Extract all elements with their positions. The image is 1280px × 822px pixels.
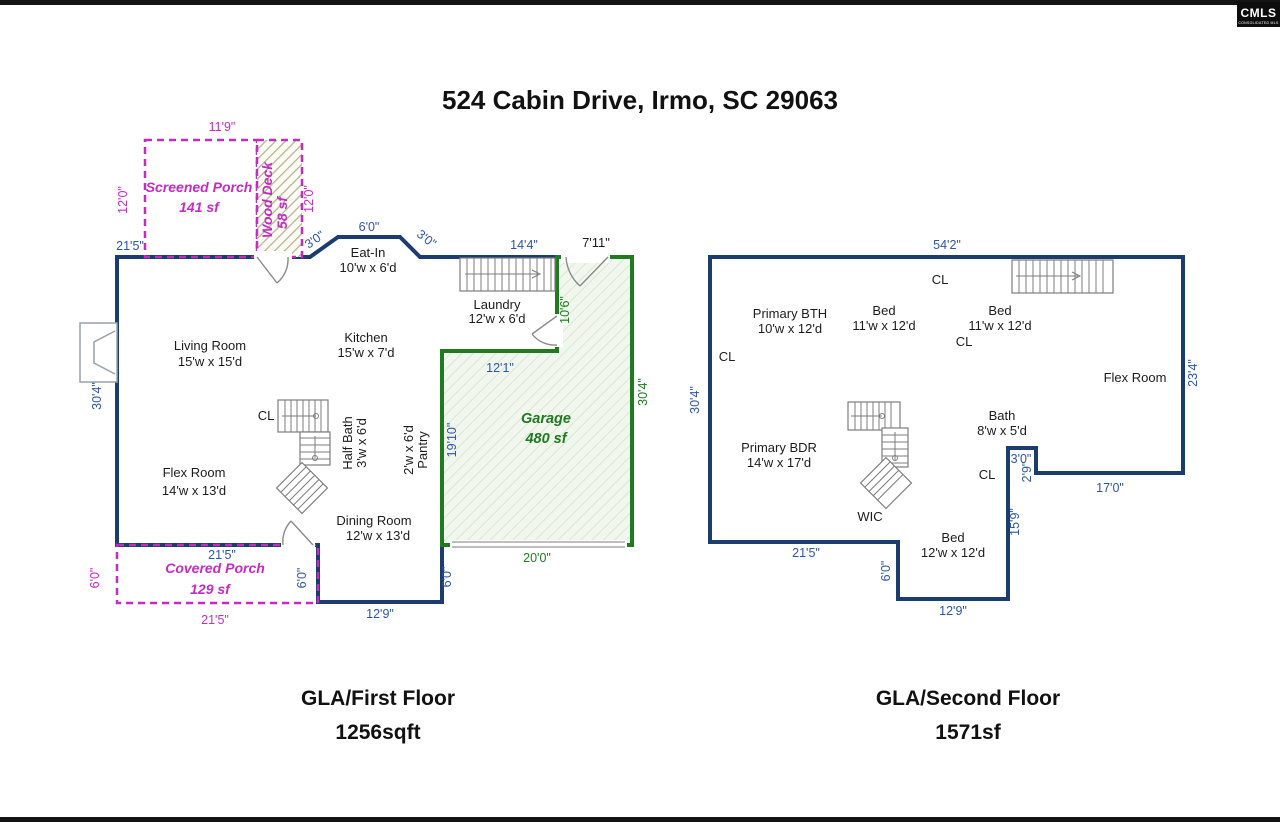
cmls-logo-background [1237,2,1280,27]
page-title: 524 Cabin Drive, Irmo, SC 29063 [442,85,838,115]
closet-label: CL [719,349,736,364]
dim-label: 21'5" [201,613,229,627]
room-label-screened-porch: Screened Porch [146,179,253,195]
dim-label: 17'0" [1096,481,1124,495]
dim-label: 6'0" [440,567,454,588]
room-size-dining: 12'w x 13'd [346,528,410,543]
bottom-border-bar [0,817,1280,822]
dim-label: 10'6" [558,296,572,324]
room-size-primary-bth: 10'w x 12'd [758,321,822,336]
cmls-logo-text: CMLS [1241,6,1277,20]
dim-label: 3'0" [1011,452,1032,466]
room-label-primary-bth: Primary BTH [753,306,827,321]
dim-label: 12'9" [939,604,967,618]
room-size-flex: 14'w x 13'd [162,483,226,498]
room-area-screened-porch: 141 sf [179,199,220,215]
covered-porch-outline [115,543,320,605]
room-size-eat-in: 10'w x 6'd [340,260,397,275]
dim-label: 6'0" [88,568,102,589]
first-floor-area: 1256sqft [335,721,420,744]
garage-door [452,541,625,548]
dim-label: 12'0" [302,185,316,213]
staircase-winder [275,399,331,515]
room-label-flex: Flex Room [1104,370,1167,385]
dim-label: 12'1" [486,361,514,375]
second-floor-outline [708,255,1185,601]
room-label-laundry: Laundry [474,297,521,312]
room-size-bed2: 11'w x 12'd [968,318,1031,333]
dim-label: 21'5" [208,548,236,562]
dim-label: 6'0" [295,568,309,589]
dim-label: 21'5" [792,546,820,560]
room-label-living: Living Room [174,338,246,353]
room-label-half-bath: Half Bath [340,416,355,469]
room-label-primary-bdr: Primary BDR [741,440,817,455]
second-floor-caption: GLA/Second Floor [876,687,1060,710]
room-label-wood-deck: Wood Deck [259,161,275,238]
room-area-wood-deck: 58 sf [274,196,290,229]
room-area-garage: 480 sf [524,431,568,447]
room-size-half-bath: 3'w x 6'd [354,418,369,468]
room-size-primary-bdr: 14'w x 17'd [747,455,811,470]
door-arcs [256,256,609,546]
room-label-bath: Bath [989,408,1016,423]
top-border-bar [0,0,1280,5]
door-openings [254,251,627,551]
dim-label: 3'0" [414,227,439,251]
dim-label: 15'9" [1008,508,1022,536]
first-floor-plan: 21'5" 6'0" 3'0" 3'0" 14'4" 12'1" 19'10" … [79,120,650,627]
dim-label: 30'4" [688,386,702,414]
bay-window [79,322,118,383]
dim-label: 2'9" [1020,462,1034,483]
closet-label: CL [258,408,275,423]
dim-label: 20'0" [523,551,551,565]
room-label-flex: Flex Room [163,465,226,480]
room-size-laundry: 12'w x 6'd [469,311,526,326]
staircase-winder [847,401,913,510]
room-label-bed2: Bed [988,303,1011,318]
cmls-logo-subtext: CONSOLIDATED MLS [1238,21,1279,25]
dim-label: 14'4" [510,238,538,252]
staircase-straight [459,257,556,292]
room-label-pantry: Pantry [415,431,430,469]
second-floor-plan: 54'2" 23'4" 30'4" 3'0" 2'9" 17'0" 15'9" … [688,238,1200,618]
room-label-garage: Garage [521,411,571,427]
dim-label: 6'0" [879,561,893,582]
room-label-dining: Dining Room [336,513,411,528]
room-size-kitchen: 15'w x 7'd [338,345,395,360]
room-label-covered-porch: Covered Porch [165,560,265,576]
second-floor-area: 1571sf [935,721,1001,744]
dim-label: 30'4" [636,378,650,406]
cmls-logo: CMLS CONSOLIDATED MLS [1237,2,1280,27]
dim-label: 12'0" [116,186,130,214]
room-label-wic: WIC [857,509,882,524]
room-area-covered-porch: 129 sf [190,581,231,597]
closet-label: CL [979,467,996,482]
dim-label: 19'10" [445,423,459,458]
first-floor-caption: GLA/First Floor [301,687,455,710]
dim-label: 7'11" [582,235,610,250]
dim-label: 11'9" [209,120,236,134]
room-label-kitchen: Kitchen [344,330,387,345]
room-size-pantry: 2'w x 6'd [401,425,416,475]
dim-label: 54'2" [933,238,961,252]
dim-label: 30'4" [90,382,104,410]
staircase-straight [1011,259,1114,294]
garage-outline [440,255,634,547]
room-size-bed3: 12'w x 12'd [921,545,985,560]
dim-label: 21'5" [116,239,144,253]
room-size-living: 15'w x 15'd [178,354,242,369]
room-label-bed3: Bed [941,530,964,545]
room-size-bath: 8'w x 5'd [977,423,1027,438]
dim-label: 12'9" [366,607,394,621]
dim-label: 6'0" [359,220,380,234]
closet-label: CL [932,272,949,287]
room-label-eat-in: Eat-In [351,245,386,260]
room-size-bed1: 11'w x 12'd [852,318,915,333]
room-label-bed1: Bed [872,303,895,318]
closet-label: CL [956,334,973,349]
dim-label: 23'4" [1186,359,1200,387]
